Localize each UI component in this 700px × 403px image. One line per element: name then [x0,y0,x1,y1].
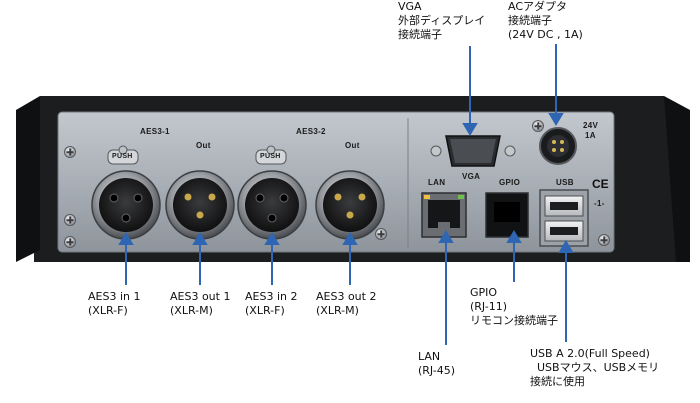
xlr-aes3-in-2 [237,170,307,240]
panel-label-out-2: Out [345,141,360,150]
callout-vga: VGA 外部ディスプレイ 接続端子 [398,0,486,41]
xlr-aes3-out-2 [315,170,385,240]
callout-arrows [118,44,574,345]
callout-aes3-out-1: AES3 out 1 (XLR-M) [170,290,231,317]
usb-ports [539,189,589,247]
panel-label-voltage: 24V [583,121,599,130]
callout-aes3-in-1: AES3 in 1 (XLR-F) [88,290,141,317]
callout-ac-adapter: ACアダプタ 接続端子 (24V DC , 1A) [508,0,583,41]
callout-aes3-in-2: AES3 in 2 (XLR-F) [245,290,298,317]
vga-connector [430,135,516,167]
panel-label-out-1: Out [196,141,211,150]
panel-label-usb-index: -1- [594,199,605,208]
panel-label-gpio: GPIO [499,178,521,187]
gpio-port [485,192,529,238]
screw-icon [375,228,387,240]
svg-text:CE: CE [592,177,609,191]
panel-label-usb: USB [556,178,574,187]
callout-aes3-out-2: AES3 out 2 (XLR-M) [316,290,377,317]
screw-icon [598,234,610,246]
xlr-aes3-in-1 [91,170,161,240]
callout-lan: LAN (RJ-45) [418,350,456,377]
panel-label-vga: VGA [462,172,481,181]
screw-icon [64,236,76,248]
callout-gpio: GPIO (RJ-11) リモコン接続端子 [470,286,558,327]
panel-label-push-2: PUSH [260,153,281,160]
push-latch-2 [255,145,287,165]
screw-icon [64,214,76,226]
panel-label-aes3-1: AES3-1 [140,127,170,136]
lan-port [421,192,467,238]
panel-label-lan: LAN [428,178,446,187]
panel-label-current: 1A [585,131,596,140]
screw-icon [532,120,544,132]
ac-power-connector [539,127,577,165]
push-latch-1 [107,145,139,165]
panel-label-push-1: PUSH [112,153,133,160]
callout-usb: USB A 2.0(Full Speed) USBマウス、USBメモリ 接続に使… [530,347,660,388]
screw-icon [64,146,76,158]
ce-mark: CE [592,177,609,191]
panel-label-aes3-2: AES3-2 [296,127,326,136]
xlr-aes3-out-1 [165,170,235,240]
